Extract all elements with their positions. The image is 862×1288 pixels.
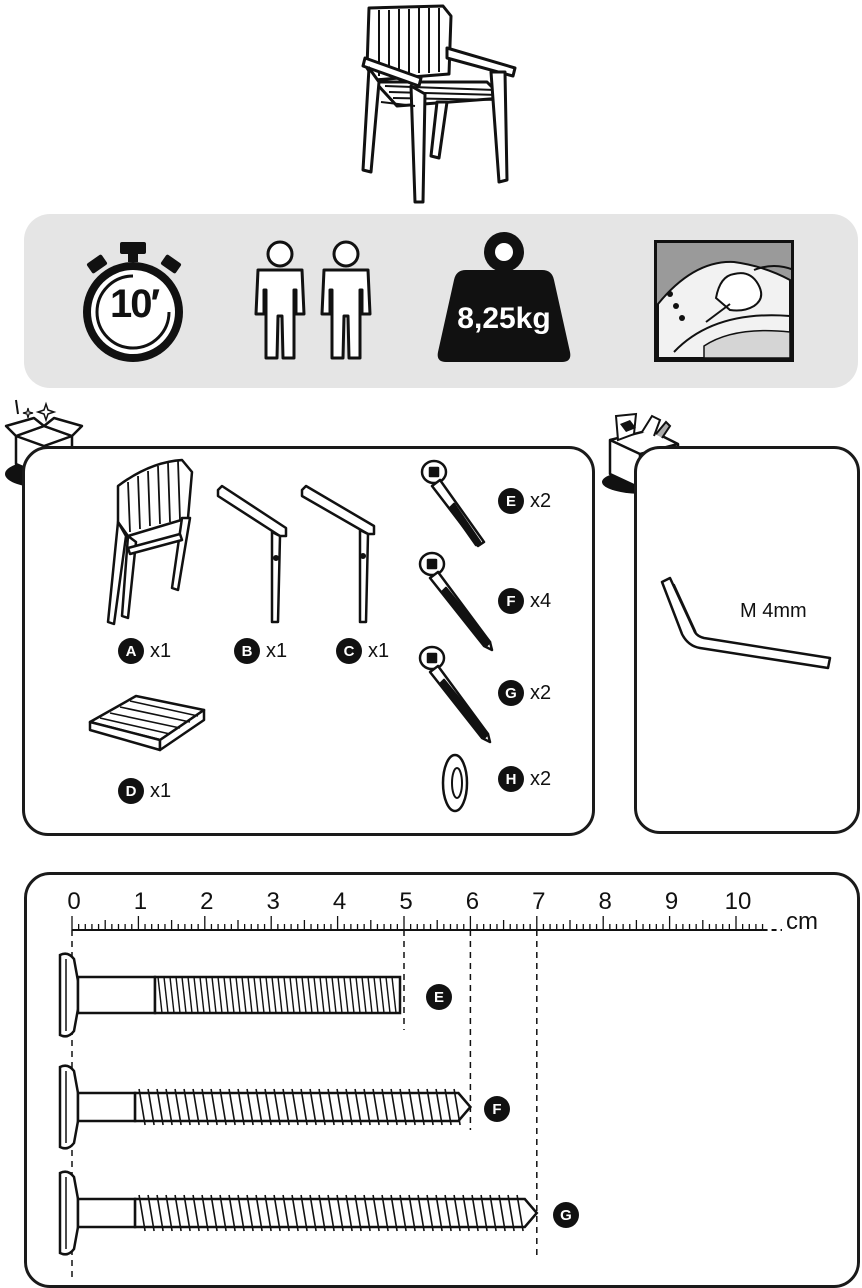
ruler-number: 8 — [598, 888, 612, 915]
ruler-unit: cm — [786, 908, 818, 935]
ruler-number: 0 — [67, 888, 81, 915]
ruler-number: 5 — [399, 888, 413, 915]
scale-badge-g: G — [553, 1202, 579, 1228]
part-g-illustration — [416, 644, 498, 744]
part-label-f: F x4 — [498, 588, 551, 614]
part-label-c: C x1 — [336, 638, 389, 664]
read-instructions-icon — [654, 240, 794, 362]
weight-icon — [436, 230, 572, 364]
part-f-illustration — [416, 550, 498, 652]
tool-panel — [634, 446, 860, 834]
ruler-number: 10 — [724, 888, 752, 915]
part-label-e: E x2 — [498, 488, 551, 514]
ruler-number: 2 — [200, 888, 214, 915]
ruler-number: 3 — [266, 888, 280, 915]
part-a-illustration — [100, 456, 200, 626]
ruler-number: 7 — [532, 888, 546, 915]
chair-illustration — [355, 2, 525, 204]
scale-badge-e: E — [426, 984, 452, 1010]
two-persons-icon — [252, 240, 376, 362]
screw-e — [58, 952, 402, 1038]
stopwatch-icon — [80, 240, 190, 364]
scale-badge-f: F — [484, 1096, 510, 1122]
allen-key-illustration — [658, 574, 834, 674]
screw-g — [58, 1170, 539, 1256]
ruler-number: 6 — [465, 888, 480, 915]
part-label-h: H x2 — [498, 766, 551, 792]
ruler-number: 4 — [332, 888, 347, 915]
part-label-g: G x2 — [498, 680, 551, 706]
part-e-illustration — [418, 458, 492, 548]
part-c-illustration — [298, 484, 378, 626]
part-d-illustration — [86, 688, 210, 760]
part-label-d: D x1 — [118, 778, 171, 804]
ruler-number: 9 — [664, 888, 679, 915]
part-b-illustration — [214, 484, 294, 626]
allen-key-size: M 4mm — [740, 600, 807, 622]
part-label-a: A x1 — [118, 638, 171, 664]
product-weight: 8,25kg — [457, 302, 551, 335]
ruler-number: 1 — [133, 888, 148, 915]
part-label-b: B x1 — [234, 638, 287, 664]
part-h-illustration — [440, 752, 470, 814]
screw-f — [58, 1064, 473, 1150]
assembly-time: 10′ — [109, 282, 160, 326]
